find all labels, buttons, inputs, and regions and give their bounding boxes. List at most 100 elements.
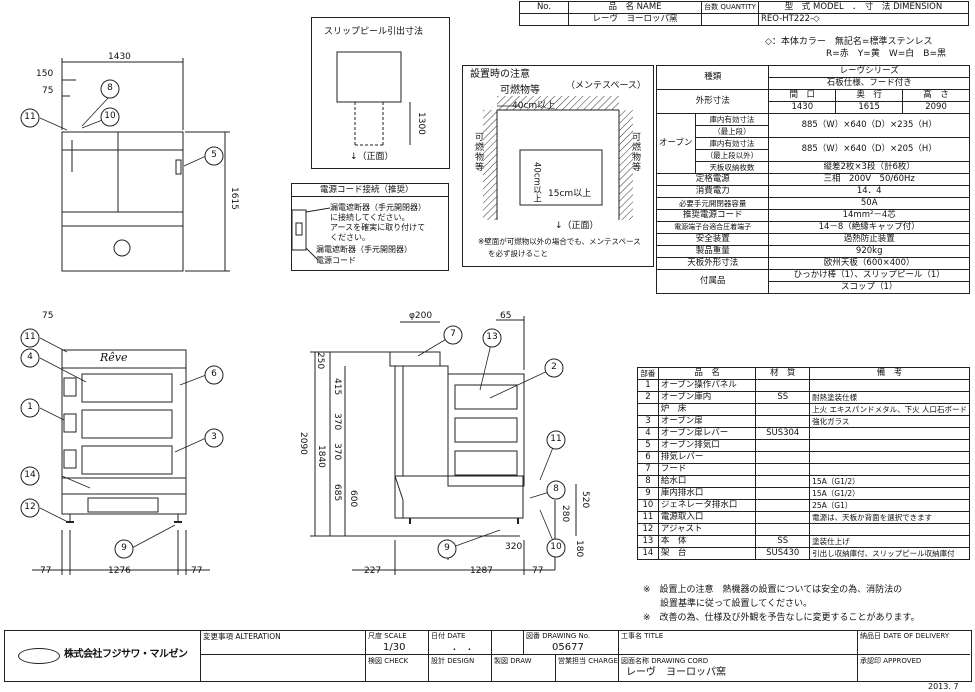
scale-value: 1/30 [383,642,406,653]
parts-no: 8 [637,475,659,488]
parts-row: 炉 床上火 エキスパンドメタル、下火 人口石ボード [637,403,970,416]
date-label: 日付 DATE [431,632,466,640]
parts-material [755,379,811,392]
parts-material [755,475,811,488]
parts-name: 庫内排水口 [657,487,757,500]
parts-no: 10 [637,499,659,512]
reve-logo: Rêve [100,351,128,364]
install-side-left: 可燃物等 [473,132,483,172]
company-logo-icon [18,648,60,664]
color-note-1: ◇：本体カラー 無記名=標準ステンレス [765,37,933,47]
install-side-right: 可燃物等 [630,132,640,172]
dim-1276: 1276 [108,566,131,576]
title-block [4,630,972,682]
parts-no: 6 [637,451,659,464]
spec-type-label: 種類 [655,65,770,90]
dim-77-right: 77 [191,566,203,576]
dim-75-top: 75 [42,86,54,96]
spec-inner-other-label2: （最上段以外） [694,149,770,162]
spec-tray-label: 天板外形寸法 [655,257,770,270]
header-col-name: 品 名 NAME [568,1,702,14]
parts-remark [809,523,970,536]
install-dist40: 40cm以上 [512,101,556,111]
parts-remark [809,439,970,452]
parts-remark [809,463,970,476]
dim-250: 250 [315,352,325,370]
spec-breaker-val: 50A [768,197,970,210]
callout-label: 10 [550,542,562,552]
spec-inner-top-val: 885（W）×640（D）×235（H） [768,113,970,138]
install-front: ↓（正面） [555,221,599,231]
parts-remark [809,451,970,464]
dim-phi200: φ200 [409,311,433,321]
dim-320: 320 [505,542,523,552]
dim-1840: 1840 [316,445,326,468]
color-note-2: R=赤 Y=黄 W=白 B=黒 [826,49,946,59]
install-combustible-top: 可燃物等 [500,85,540,96]
front-view-oven [61,367,187,479]
power-cord-line3: アースを確実に取り付けて [330,223,426,232]
dim-520: 520 [580,491,590,509]
dim-65: 65 [500,311,512,321]
spec-terminal-label: 電源端子台適合圧着端子 [655,221,770,234]
callout-label: 1 [27,402,33,412]
product-name: レーヴ ヨーロッパ窯 [568,13,702,26]
parts-no: 14 [637,547,659,560]
design-label: 設計 DESIGN [431,657,475,665]
spec-outer-h: 2090 [902,101,970,114]
callout-label: 4 [27,352,33,362]
draw-label: 製図 DRAW [494,657,532,665]
change-label: 変更事項 ALTERATION [203,632,281,641]
parts-name: オーブン操作パネル [657,379,757,392]
dim-685: 685 [332,484,342,502]
parts-name: オーブン扉レバー [657,427,757,440]
parts-name: 電源取入口 [657,511,757,524]
parts-remark: 塗装仕上げ [809,535,970,548]
cord-label: 図面名称 DRAWING CORD [621,657,709,665]
dim-370b: 370 [332,443,342,461]
parts-remark: 15A（G1/2） [809,475,970,488]
parts-remark: 強化ガラス [809,415,970,428]
parts-remark: 耐熱塗装仕様 [809,391,970,404]
callout-label: 11 [550,434,562,444]
title-label: 工事名 TITLE [621,632,664,640]
spec-oven-label: オーブン [656,113,696,174]
parts-name: 炉 床 [657,403,757,416]
spec-rated-label: 定格電源 [655,173,770,186]
spec-power-val: 14．4 [768,185,970,198]
install-title: 設置時の注意 [470,69,530,80]
parts-name: オーブン庫内 [657,391,757,404]
spec-acc-val1: ひっかけ棒（1）、スリップピール（1） [768,269,970,282]
power-cord-line4: ください。 [330,233,370,242]
parts-no: 2 [637,391,659,404]
parts-remark [809,427,970,440]
callout-label: 8 [553,484,559,494]
power-cord-line1: 漏電遮断器（手元開閉器） [330,203,426,212]
parts-no: 12 [637,523,659,536]
callout-label: 3 [211,432,217,442]
model-code: REO-HT222-◇ [758,13,969,26]
spec-outer-d: 1615 [835,101,904,114]
spec-inner-other-val: 885（W）×640（D）×205（H） [768,137,970,162]
spec-cord-label: 推奨電源コード [655,209,770,222]
parts-name: 給水口 [657,475,757,488]
power-cord-line2: に接続してください。 [330,213,410,222]
parts-name: オーブン扉 [657,415,757,428]
install-box [462,65,654,267]
date-value: ． ． [452,642,477,653]
parts-remark: 引出し収納庫付、スリップピール収納庫付 [809,547,970,560]
spec-safety-val: 過熱防止装置 [768,233,970,246]
spec-acc-val2: スコップ（1） [768,281,970,294]
parts-name: ジェネレータ排水口 [657,499,757,512]
bottom-note-1: ※ 設置上の注意 熱機器の設置については安全の為、消防法の [643,585,903,595]
spec-inner-top-label2: （最上段） [694,125,770,138]
year-label: 2013. 7 [928,682,959,691]
spec-plates-val: 縦差2枚×3段（計6枚） [768,161,970,174]
parts-head-name: 品 名 [657,367,757,380]
